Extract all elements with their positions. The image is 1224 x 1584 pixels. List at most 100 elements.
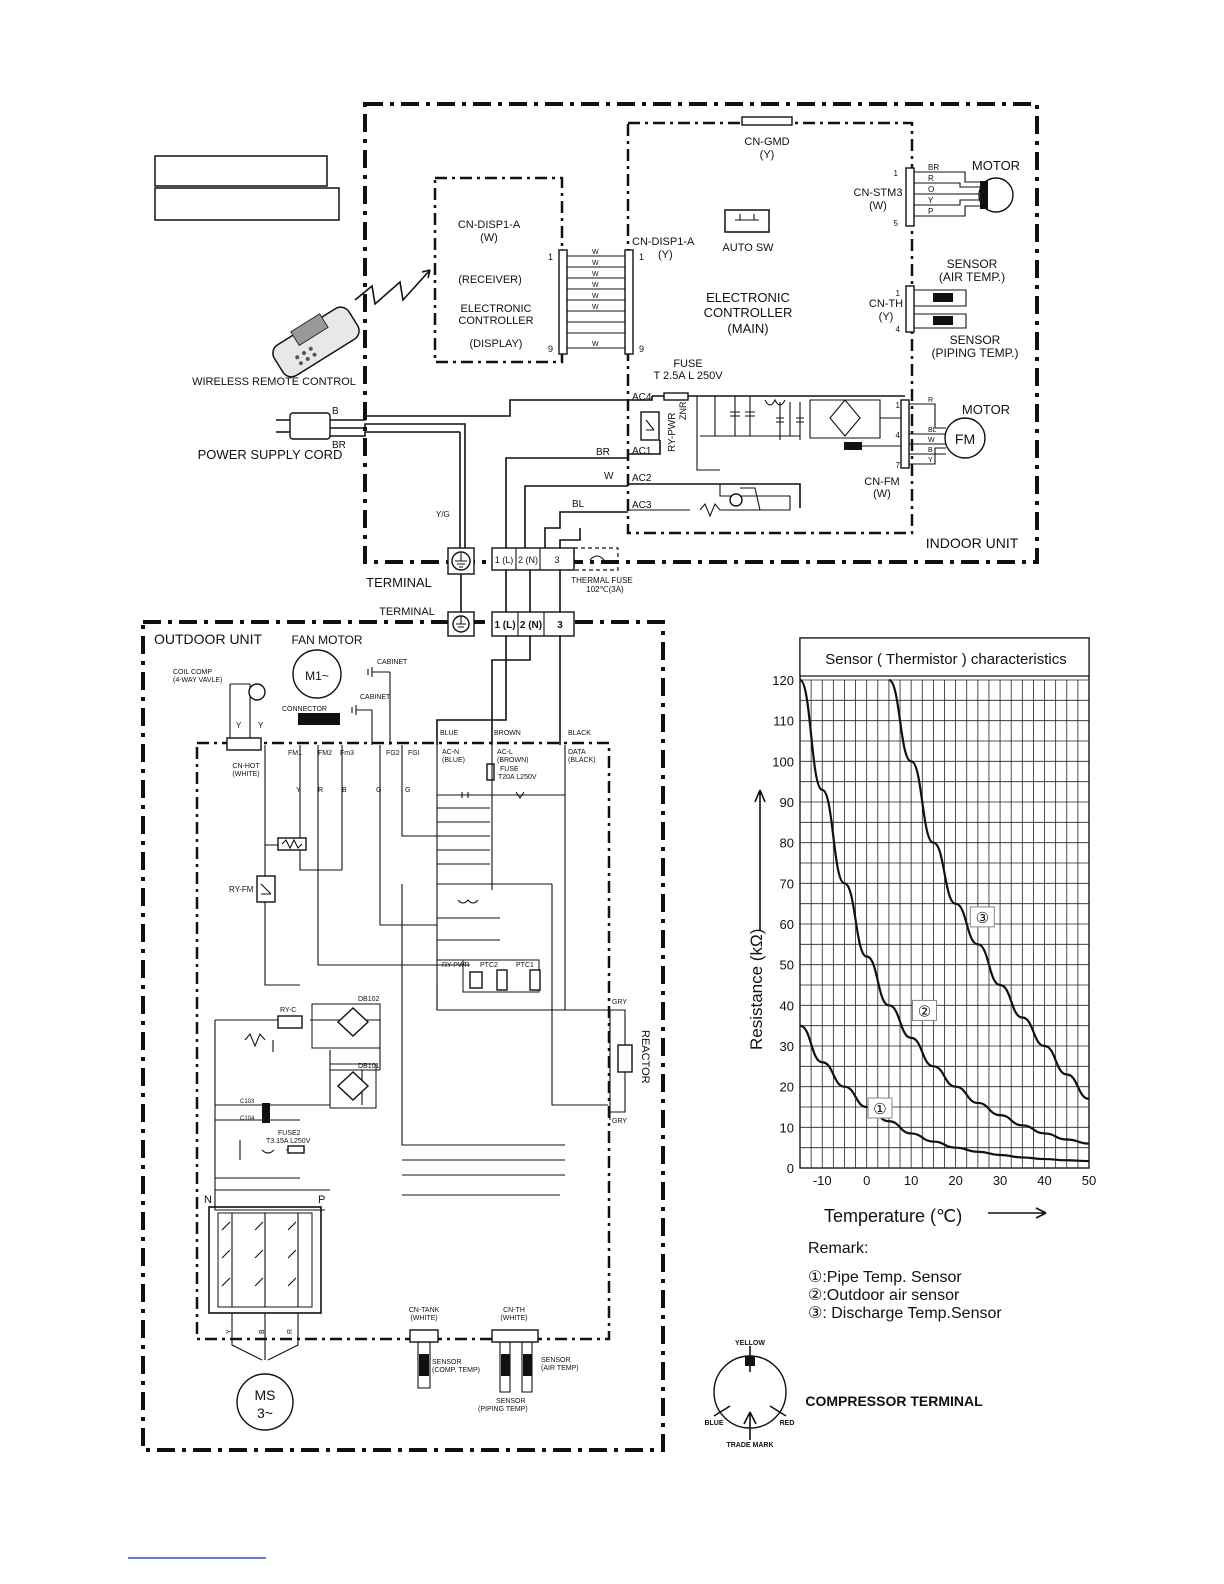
stm-wire-y: Y bbox=[928, 196, 934, 205]
ry-pwr-outdoor-label: RY-PWR bbox=[442, 962, 470, 969]
db102-bridge-icon bbox=[336, 1007, 370, 1037]
data-label-1: DATA bbox=[568, 749, 586, 756]
cn-disp1a-left-color: (W) bbox=[480, 232, 498, 244]
cn-th-indoor-connector bbox=[905, 285, 915, 333]
wire-g1-outdoor: G bbox=[376, 787, 381, 794]
acl-label-1: AC-L bbox=[497, 749, 513, 756]
cord-b-label: B bbox=[332, 406, 339, 417]
svg-text:W: W bbox=[592, 282, 599, 289]
x-tick-label: 0 bbox=[863, 1173, 870, 1188]
wire-bl-label: BL bbox=[572, 499, 585, 510]
remark-3: ③: Discharge Temp.Sensor bbox=[808, 1305, 1002, 1322]
wire-w-label: W bbox=[604, 471, 614, 482]
piping-temp-sensor-icon bbox=[933, 316, 953, 325]
y-tick-label: 10 bbox=[780, 1120, 794, 1135]
svg-text:1: 1 bbox=[896, 401, 901, 410]
x-tick-label: 30 bbox=[993, 1173, 1007, 1188]
acl-label-2: (BROWN) bbox=[497, 757, 529, 764]
y-tick-label: 90 bbox=[780, 795, 794, 810]
thermal-fuse-label-2: 102℃(3A) bbox=[586, 585, 624, 594]
fm-wire-r: R bbox=[928, 397, 933, 404]
term-outdoor-3: 3 bbox=[557, 620, 563, 631]
acn-label-2: (BLUE) bbox=[442, 757, 465, 764]
coil-comp-label-1: COIL COMP bbox=[173, 669, 212, 676]
svg-text:W: W bbox=[592, 341, 599, 348]
fuse2-icon bbox=[287, 1145, 305, 1154]
x-tick-label: 20 bbox=[948, 1173, 962, 1188]
x-tick-label: 10 bbox=[904, 1173, 918, 1188]
ac2-label: AC2 bbox=[632, 473, 652, 484]
ac1-label: AC1 bbox=[632, 446, 652, 457]
cn-stm3-connector bbox=[905, 167, 915, 227]
comp-wire-b: B bbox=[259, 1329, 266, 1334]
main-controller-label-3: (MAIN) bbox=[727, 321, 768, 336]
gry-bottom-label: GRY bbox=[612, 1118, 627, 1125]
ry-fm-label: RY-FM bbox=[229, 885, 254, 894]
cn-th-outdoor-label-2: (WHITE) bbox=[500, 1315, 527, 1322]
svg-text:Y: Y bbox=[258, 721, 264, 730]
cn-th-indoor-label: CN-TH bbox=[869, 298, 903, 310]
cn-fm-color: (W) bbox=[873, 488, 891, 500]
terminal-block-outdoor bbox=[491, 611, 575, 637]
acn-label-1: AC-N bbox=[442, 749, 459, 756]
cn-disp1a-right-color: (Y) bbox=[658, 249, 673, 261]
sensor-pipe-outdoor-label-2: (PIPING TEMP) bbox=[478, 1406, 528, 1413]
znr-label: ZNR bbox=[678, 401, 688, 420]
svg-text:W: W bbox=[592, 293, 599, 300]
cn-fm-label: CN-FM bbox=[864, 476, 899, 488]
sensor-air-outdoor-label-1: SENSOR bbox=[541, 1357, 571, 1364]
receiver-label: (RECEIVER) bbox=[458, 274, 522, 286]
y-tick-label: 50 bbox=[780, 958, 794, 973]
terminal-label-indoor: TERMINAL bbox=[366, 575, 432, 590]
fm-wire-w: W bbox=[928, 437, 935, 444]
fm-wire-bl: BL bbox=[928, 427, 937, 434]
svg-text:7: 7 bbox=[896, 461, 901, 470]
sensor-air-label-2: (AIR TEMP.) bbox=[939, 270, 1005, 284]
ry-c-label: RY-C bbox=[280, 1007, 296, 1014]
series-line-2 bbox=[798, 678, 1090, 1145]
cabinet-label-2: CABINET bbox=[360, 694, 391, 701]
ry-c-relay-icon bbox=[277, 1015, 303, 1029]
display-controller-boundary bbox=[433, 176, 564, 364]
chart-title: Sensor ( Thermistor ) characteristics bbox=[825, 651, 1066, 668]
cn-tank-label-1: CN-TANK bbox=[409, 1307, 440, 1314]
stm-wire-r: R bbox=[928, 174, 934, 183]
label-box-2 bbox=[154, 187, 340, 221]
db102-bridge-box bbox=[311, 1003, 381, 1049]
db102-label: DB102 bbox=[358, 996, 380, 1003]
terminal-red-label: RED bbox=[780, 1420, 795, 1427]
ry-pwr-outdoor-icon bbox=[469, 971, 483, 989]
wire-b-outdoor: B bbox=[342, 787, 347, 794]
ptc2-icon bbox=[496, 969, 508, 991]
outdoor-unit-label: OUTDOOR UNIT bbox=[154, 631, 263, 647]
display-controller-label-1: ELECTRONIC bbox=[461, 303, 532, 315]
auto-switch-icon bbox=[724, 209, 770, 233]
capacitor-c103-c104-icon bbox=[262, 1103, 270, 1123]
cn-stm3-color: (W) bbox=[869, 200, 887, 212]
c104-label: C104 bbox=[240, 1116, 255, 1122]
series-marker-box-3 bbox=[969, 906, 995, 928]
term-outdoor-2: 2 (N) bbox=[520, 620, 542, 631]
stm-wire-br: BR bbox=[928, 163, 939, 172]
chart-title-box bbox=[799, 637, 1090, 677]
svg-text:1: 1 bbox=[894, 169, 899, 178]
term-outdoor-1: 1 (L) bbox=[494, 620, 515, 631]
coil-comp-label-2: (4-WAY VAVLE) bbox=[173, 677, 222, 684]
y-tick-label: 100 bbox=[772, 754, 794, 769]
reactor-label: REACTOR bbox=[639, 1030, 651, 1084]
y-tick-label: 70 bbox=[780, 876, 794, 891]
wire-yg-label: Y/G bbox=[436, 510, 450, 519]
display-controller-label-2: CONTROLLER bbox=[458, 315, 533, 327]
y-tick-label: 80 bbox=[780, 836, 794, 851]
svg-text:4: 4 bbox=[896, 325, 901, 334]
bus-n-label: N bbox=[204, 1194, 212, 1206]
fan-motor-label: FAN MOTOR bbox=[291, 633, 362, 647]
cn-gmd-connector bbox=[741, 116, 793, 126]
ac3-label: AC3 bbox=[632, 500, 652, 511]
stm-wire-p: P bbox=[928, 207, 933, 216]
sensor-pipe-label-1: SENSOR bbox=[950, 333, 1001, 347]
comp-wire-y: Y bbox=[226, 1329, 233, 1334]
fm1-label: FM1 bbox=[288, 750, 302, 757]
indoor-fan-motor-fm: FM bbox=[955, 431, 975, 447]
